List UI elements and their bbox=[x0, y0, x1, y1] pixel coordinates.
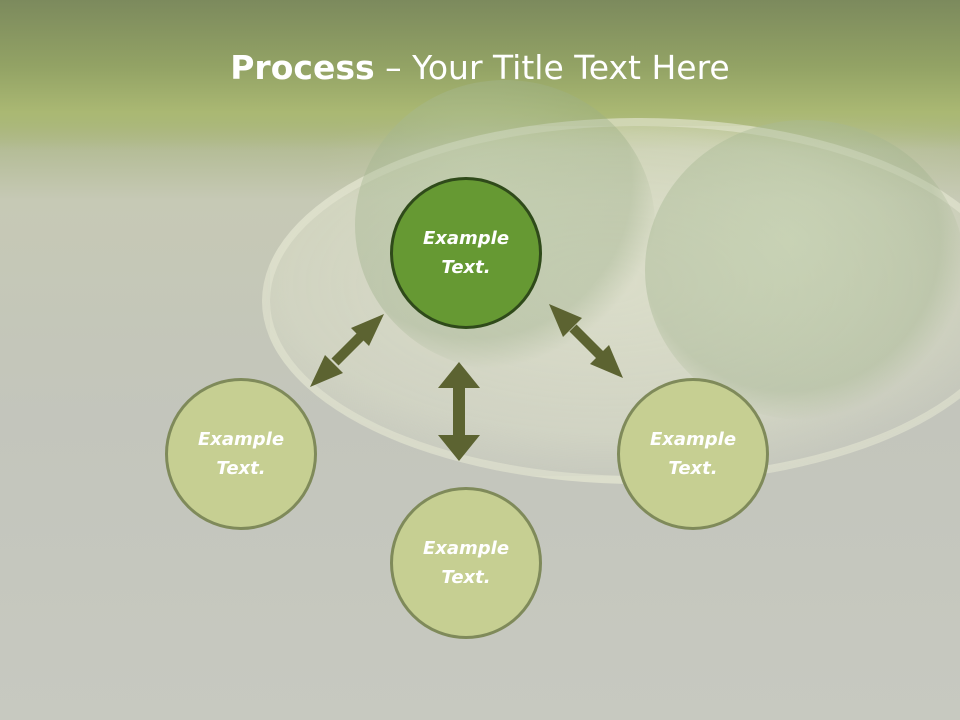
double-arrow-left-icon bbox=[310, 314, 384, 387]
center-node-line2: Text. bbox=[441, 257, 491, 278]
center-node-label: Example Text. bbox=[401, 224, 531, 282]
right-node-line1: Example bbox=[649, 429, 737, 450]
center-node[interactable]: Example Text. bbox=[390, 177, 542, 329]
right-node-label: Example Text. bbox=[628, 425, 758, 483]
left-node-line2: Text. bbox=[216, 458, 266, 479]
center-node-line1: Example bbox=[422, 228, 510, 249]
left-node-line1: Example bbox=[197, 429, 285, 450]
double-arrow-vertical-icon bbox=[438, 362, 480, 461]
double-arrow-right-icon bbox=[549, 304, 623, 378]
bottom-node-label: Example Text. bbox=[401, 534, 531, 592]
bottom-node[interactable]: Example Text. bbox=[390, 487, 542, 639]
left-node-label: Example Text. bbox=[176, 425, 306, 483]
title-bold-part: Process bbox=[230, 48, 375, 87]
background-apple-image bbox=[645, 120, 960, 420]
right-node[interactable]: Example Text. bbox=[617, 378, 769, 530]
title-regular-part: – Your Title Text Here bbox=[374, 48, 730, 87]
bottom-node-line2: Text. bbox=[441, 567, 491, 588]
slide-title[interactable]: Process – Your Title Text Here bbox=[0, 48, 960, 87]
right-node-line2: Text. bbox=[668, 458, 718, 479]
bottom-node-line1: Example bbox=[422, 538, 510, 559]
left-node[interactable]: Example Text. bbox=[165, 378, 317, 530]
